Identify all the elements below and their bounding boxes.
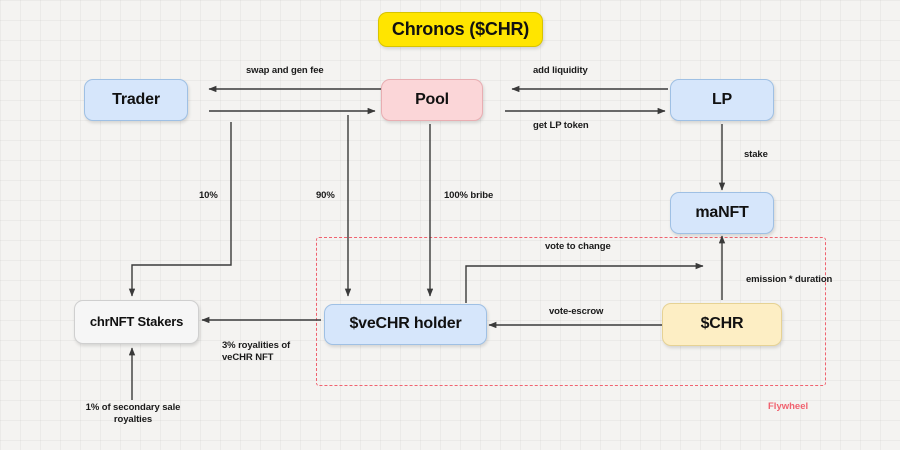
node-manft[interactable]: maNFT xyxy=(670,192,774,234)
node-pool[interactable]: Pool xyxy=(381,79,483,121)
label-90-percent: 90% xyxy=(316,190,335,201)
label-add-liquidity: add liquidity xyxy=(533,65,588,76)
label-1-percent-secondary-sale: 1% of secondary sale royalties xyxy=(85,402,181,425)
node-chr[interactable]: $CHR xyxy=(662,303,782,346)
label-stake: stake xyxy=(744,149,768,160)
node-trader[interactable]: Trader xyxy=(84,79,188,121)
label-get-lp-token: get LP token xyxy=(533,120,589,131)
label-vote-escrow: vote-escrow xyxy=(549,306,604,317)
label-3-percent-royalties: 3% royalities of veCHR NFT xyxy=(222,340,291,363)
label-10-percent: 10% xyxy=(199,190,218,201)
node-chrnft-stakers[interactable]: chrNFT Stakers xyxy=(74,300,199,344)
edge-10-percent xyxy=(128,122,232,297)
label-emission-duration: emission * duration xyxy=(746,274,833,285)
flywheel-group-boundary xyxy=(316,237,826,386)
label-100-bribe: 100% bribe xyxy=(444,190,494,201)
node-vechr-holder[interactable]: $veCHR holder xyxy=(324,304,487,345)
label-vote-to-change: vote to change xyxy=(545,241,611,252)
flywheel-group-label: Flywheel xyxy=(768,401,809,412)
node-lp[interactable]: LP xyxy=(670,79,774,121)
label-swap-and-gen-fee: swap and gen fee xyxy=(246,65,324,76)
title-node: Chronos ($CHR) xyxy=(378,12,543,47)
